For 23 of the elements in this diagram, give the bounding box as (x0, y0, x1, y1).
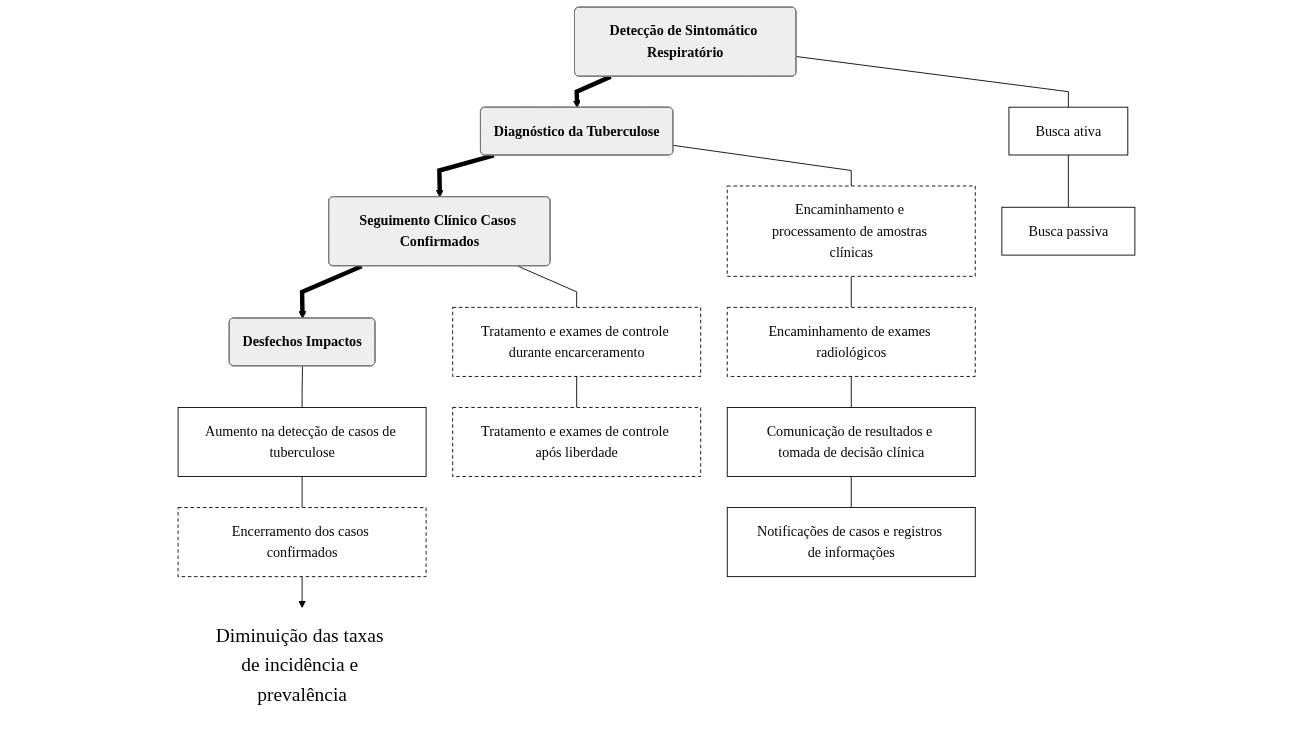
connector (850, 275, 852, 308)
connector (301, 365, 303, 408)
node-box: Notificações de casos e registros de informações (726, 507, 976, 578)
arrow (435, 153, 495, 198)
connector (576, 376, 578, 408)
node-box: Busca passiva (1001, 206, 1136, 256)
connector (672, 144, 852, 187)
arrow (298, 264, 363, 319)
connector (850, 476, 852, 508)
connector (850, 376, 852, 408)
node-box: Encaminhamento e processamento de amostras clínicas (726, 185, 976, 277)
connector (517, 265, 578, 308)
node-text: Diminuição das taxas de incidência e prevalência (215, 624, 384, 706)
connector (301, 476, 303, 508)
node-box: Tratamento e exames de controle após liberdade (452, 407, 702, 477)
node-box: Encaminhamento de exames radiológicos (726, 306, 976, 377)
node-box: Busca ativa (1008, 106, 1129, 156)
node-box: Tratamento e exames de controle durante encarceramento (452, 306, 702, 377)
node-box: Comunicação de resultados e tomada de decisão clínica (726, 407, 976, 477)
connector (795, 56, 1069, 108)
connector (1067, 154, 1069, 208)
node-box: Encerramento dos casos confirmados (177, 507, 427, 578)
node-box: Aumento na detecção de casos de tuberculose (177, 407, 427, 477)
